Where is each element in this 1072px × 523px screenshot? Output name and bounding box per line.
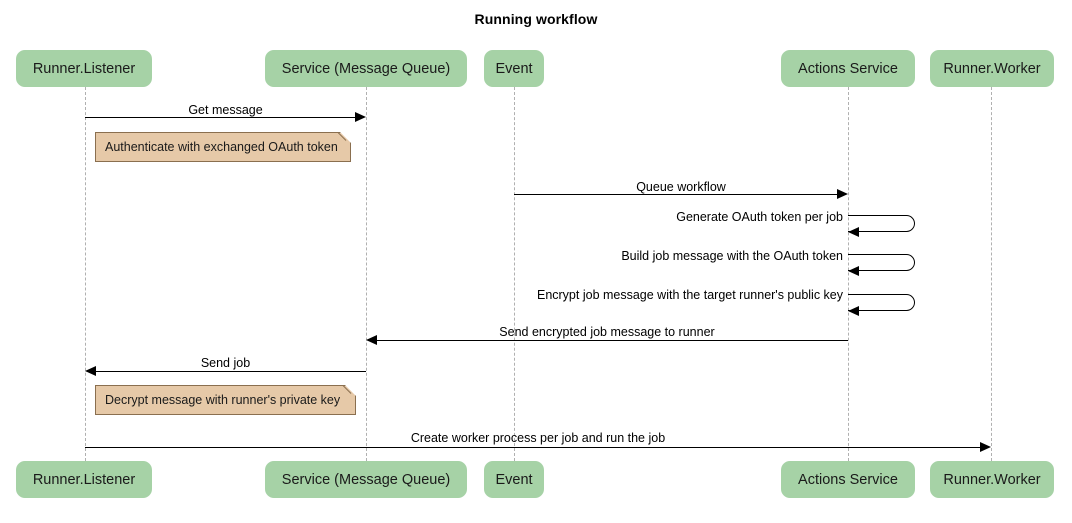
lifeline-service-message-queue	[366, 87, 367, 461]
message-label-encrypt-job-message-with-the-target-runners-public-key: Encrypt job message with the target runn…	[536, 288, 843, 302]
message-label-send-job: Send job	[200, 356, 251, 370]
participant-label: Runner.Listener	[32, 60, 136, 77]
message-line-send-job	[96, 371, 366, 372]
participant-label: Actions Service	[798, 471, 898, 488]
self-message-loop-build-job-message-with-the-oauth-token	[848, 254, 915, 271]
lifeline-runner-worker	[991, 87, 992, 461]
message-label-build-job-message-with-the-oauth-token: Build job message with the OAuth token	[621, 249, 843, 263]
arrow-head-left-send-encrypted-job-message-to-runner	[366, 335, 377, 345]
self-message-loop-encrypt-job-message-with-the-target-runners-public-key	[848, 294, 915, 311]
note-text: Decrypt message with runner's private ke…	[105, 393, 341, 407]
participant-service-message-queue-bottom[interactable]: Service (Message Queue)	[265, 461, 467, 498]
message-label-get-message: Get message	[188, 103, 263, 117]
message-line-get-message	[85, 117, 357, 118]
note-fold-edge-icon	[341, 385, 356, 400]
participant-label: Event	[495, 471, 533, 488]
arrow-head-right-get-message	[355, 112, 366, 122]
message-label-queue-workflow: Queue workflow	[636, 180, 726, 194]
participant-label: Actions Service	[798, 60, 898, 77]
participant-runner-listener-bottom[interactable]: Runner.Listener	[16, 461, 152, 498]
arrow-head-right-create-worker-process-per-job-and-run-the-job	[980, 442, 991, 452]
participant-label: Runner.Worker	[943, 60, 1041, 77]
participant-runner-worker-bottom[interactable]: Runner.Worker	[930, 461, 1054, 498]
lifeline-event	[514, 87, 515, 461]
participant-event-bottom[interactable]: Event	[484, 461, 544, 498]
message-label-create-worker-process-per-job-and-run-the-job: Create worker process per job and run th…	[410, 431, 666, 445]
note-text: Authenticate with exchanged OAuth token	[105, 140, 338, 154]
note-decrypt-message-with-runners-private-key: Decrypt message with runner's private ke…	[95, 385, 356, 415]
participant-actions-service-top[interactable]: Actions Service	[781, 50, 915, 87]
arrow-head-left-generate-oauth-token-per-job	[848, 227, 859, 237]
participant-actions-service-bottom[interactable]: Actions Service	[781, 461, 915, 498]
page-title: Running workflow	[474, 11, 598, 27]
participant-label: Service (Message Queue)	[281, 60, 451, 77]
arrow-head-right-queue-workflow	[837, 189, 848, 199]
participant-runner-listener-top[interactable]: Runner.Listener	[16, 50, 152, 87]
message-line-send-encrypted-job-message-to-runner	[377, 340, 848, 341]
message-line-create-worker-process-per-job-and-run-the-job	[85, 447, 982, 448]
message-label-send-encrypted-job-message-to-runner: Send encrypted job message to runner	[499, 325, 715, 339]
message-label-generate-oauth-token-per-job: Generate OAuth token per job	[676, 210, 843, 224]
participant-label: Runner.Listener	[32, 471, 136, 488]
participant-label: Event	[495, 60, 533, 77]
participant-event-top[interactable]: Event	[484, 50, 544, 87]
note-authenticate-with-exchanged-oauth-token: Authenticate with exchanged OAuth token	[95, 132, 351, 162]
message-line-queue-workflow	[514, 194, 839, 195]
arrow-head-left-encrypt-job-message-with-the-target-runners-public-key	[848, 306, 859, 316]
participant-label: Service (Message Queue)	[281, 471, 451, 488]
arrow-head-left-send-job	[85, 366, 96, 376]
note-fold-edge-icon	[336, 132, 351, 147]
lifeline-runner-listener	[85, 87, 86, 461]
self-message-loop-generate-oauth-token-per-job	[848, 215, 915, 232]
participant-service-message-queue-top[interactable]: Service (Message Queue)	[265, 50, 467, 87]
participant-label: Runner.Worker	[943, 471, 1041, 488]
arrow-head-left-build-job-message-with-the-oauth-token	[848, 266, 859, 276]
participant-runner-worker-top[interactable]: Runner.Worker	[930, 50, 1054, 87]
